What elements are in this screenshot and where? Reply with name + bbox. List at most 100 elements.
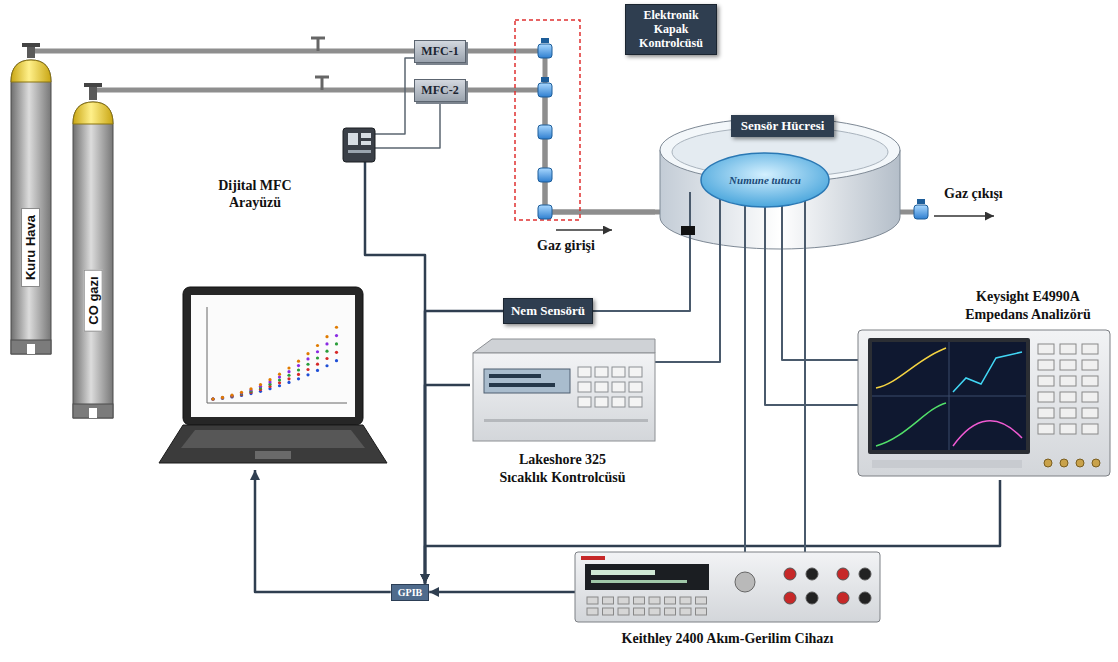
chart-point bbox=[211, 397, 214, 400]
signal-wire bbox=[804, 255, 806, 552]
device-button bbox=[578, 397, 591, 407]
device-label: Keysight E4990A bbox=[943, 288, 1113, 306]
interface-box bbox=[343, 128, 375, 162]
device-button bbox=[612, 382, 625, 392]
chart-point bbox=[306, 373, 309, 376]
sample-holder: Numune tutucu bbox=[700, 152, 830, 208]
chart-point bbox=[278, 375, 281, 378]
chart-point bbox=[335, 326, 338, 329]
device-button bbox=[1060, 408, 1076, 418]
cylinder-cap bbox=[73, 102, 113, 124]
laptop-base bbox=[159, 425, 387, 463]
pipe-valve bbox=[317, 38, 320, 51]
label-anchor: Gaz girişi bbox=[537, 238, 595, 254]
data-bus bbox=[255, 470, 391, 592]
device-label: Keithley 2400 Akım-Gerilim Cihazı bbox=[575, 630, 880, 648]
connector-port bbox=[1092, 459, 1100, 467]
cell-wire bbox=[719, 192, 721, 255]
device-button bbox=[587, 608, 598, 615]
cell-title: Sensör Hücresi bbox=[731, 115, 835, 137]
valve-cap bbox=[541, 38, 549, 43]
cylinder-valve bbox=[89, 86, 97, 100]
controller-box: Elektronik Kapak Kontrolcüsü bbox=[625, 4, 717, 55]
chart-point bbox=[211, 397, 214, 400]
brand-strip bbox=[581, 556, 605, 560]
chart-point bbox=[278, 384, 281, 387]
cylinder-notch bbox=[27, 344, 35, 354]
knob bbox=[735, 572, 755, 592]
display-line bbox=[489, 383, 555, 387]
gas-cylinder: CO gazı bbox=[72, 100, 114, 420]
device-label: Lakeshore 325 bbox=[470, 451, 655, 469]
display-line bbox=[591, 580, 687, 583]
gas-pipe bbox=[466, 90, 655, 212]
data-bus bbox=[365, 230, 425, 584]
device-button bbox=[649, 597, 660, 604]
connector-port bbox=[1076, 459, 1084, 467]
device-button bbox=[1060, 360, 1076, 370]
temperature-controller: Lakeshore 325Sıcaklık Kontrolcüsü bbox=[470, 335, 655, 505]
data-bus bbox=[429, 591, 575, 594]
signal-wire bbox=[593, 255, 690, 311]
valve-handle bbox=[84, 83, 102, 87]
solenoid-valve bbox=[538, 205, 552, 219]
signal-wire bbox=[765, 255, 858, 405]
device-button bbox=[634, 597, 645, 604]
gas-cylinder: Kuru Hava bbox=[10, 58, 52, 356]
chart-point bbox=[287, 377, 290, 380]
cylinder-label: CO gazı bbox=[84, 269, 103, 331]
display-line bbox=[489, 374, 541, 378]
chart-point bbox=[249, 387, 252, 390]
cylinder-label: Kuru Hava bbox=[22, 207, 41, 286]
device-button bbox=[649, 608, 660, 615]
terminal-jack bbox=[859, 568, 871, 580]
chart-point bbox=[325, 342, 328, 345]
holder-shape bbox=[701, 153, 829, 207]
mfc-interface-picture bbox=[200, 122, 375, 230]
chart-point bbox=[316, 363, 319, 366]
signal-wire bbox=[782, 255, 858, 360]
cylinder-foot bbox=[73, 404, 113, 418]
chart-point bbox=[297, 364, 300, 367]
chart-point bbox=[287, 370, 290, 373]
signal-wire bbox=[375, 58, 414, 134]
device-button bbox=[1060, 392, 1076, 402]
pipe-valve bbox=[311, 37, 325, 40]
chart-point bbox=[316, 369, 319, 372]
chart-point bbox=[278, 381, 281, 384]
device-name: MFC-2 bbox=[421, 83, 458, 98]
trace bbox=[876, 403, 946, 446]
interface-trim bbox=[348, 150, 371, 153]
solenoid-valve bbox=[538, 168, 552, 182]
device-button bbox=[603, 597, 614, 604]
device-button bbox=[1038, 344, 1054, 354]
interface-port bbox=[348, 133, 358, 145]
mfc-box: MFC-1 bbox=[414, 40, 465, 63]
device-button bbox=[1082, 392, 1098, 402]
display-line bbox=[591, 570, 655, 575]
chart-point bbox=[221, 396, 224, 399]
device-button bbox=[629, 367, 642, 377]
chart-point bbox=[287, 366, 290, 369]
device-name: MFC-1 bbox=[421, 44, 458, 59]
valve-cap bbox=[541, 77, 549, 82]
device-button bbox=[595, 382, 608, 392]
device-button bbox=[1082, 360, 1098, 370]
laptop-keyboard bbox=[181, 430, 365, 448]
impedance-analyzer: Keysight E4990AEmpedans Analizörü bbox=[858, 288, 1113, 480]
humidity-probe bbox=[681, 226, 695, 235]
solenoid-valve bbox=[538, 125, 552, 139]
chart-point bbox=[268, 378, 271, 381]
laptop bbox=[155, 285, 390, 470]
device-front bbox=[473, 353, 655, 441]
device-button bbox=[696, 608, 707, 615]
laptop-touchpad bbox=[255, 451, 291, 459]
terminal-jack bbox=[837, 568, 849, 580]
device-top bbox=[473, 339, 655, 353]
device-button bbox=[1082, 344, 1098, 354]
mfc-interface: Dijital MFC Arayüzü bbox=[200, 122, 375, 230]
laptop-screen bbox=[191, 295, 355, 417]
laptop-picture bbox=[155, 285, 390, 470]
trace bbox=[953, 421, 1022, 446]
device-button bbox=[1038, 408, 1054, 418]
